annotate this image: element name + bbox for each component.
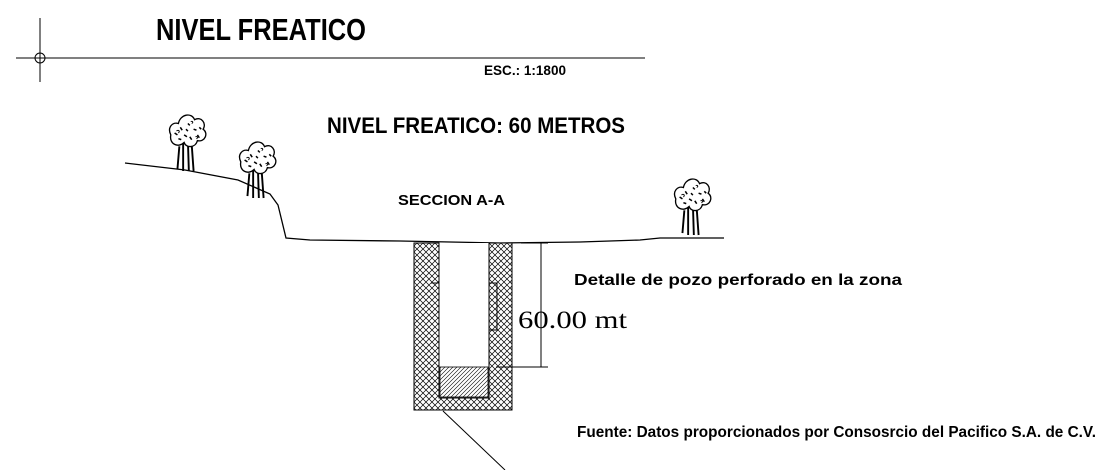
depth-dimension-label: 60.00 mt [518,307,627,334]
tree-icon [673,178,712,236]
crosshair-icon [16,18,645,82]
water-table-fill [439,366,489,398]
scale-label: ESC.: 1:1800 [484,62,566,78]
source-note: Fuente: Datos proporcionados por Consosr… [577,424,1096,441]
drawing-title: NIVEL FREATICO [156,12,366,47]
section-label: SECCION A-A [398,192,505,209]
well-detail-note: Detalle de pozo perforado en la zona [574,272,902,289]
tree-icon [238,141,277,199]
drawing-subtitle: NIVEL FREATICO: 60 METROS [327,113,625,138]
depth-dimension-line [496,242,548,368]
tree-icon [168,114,207,172]
well-shaft [413,242,513,411]
leader-line [442,410,506,470]
terrain-profile [124,162,724,244]
